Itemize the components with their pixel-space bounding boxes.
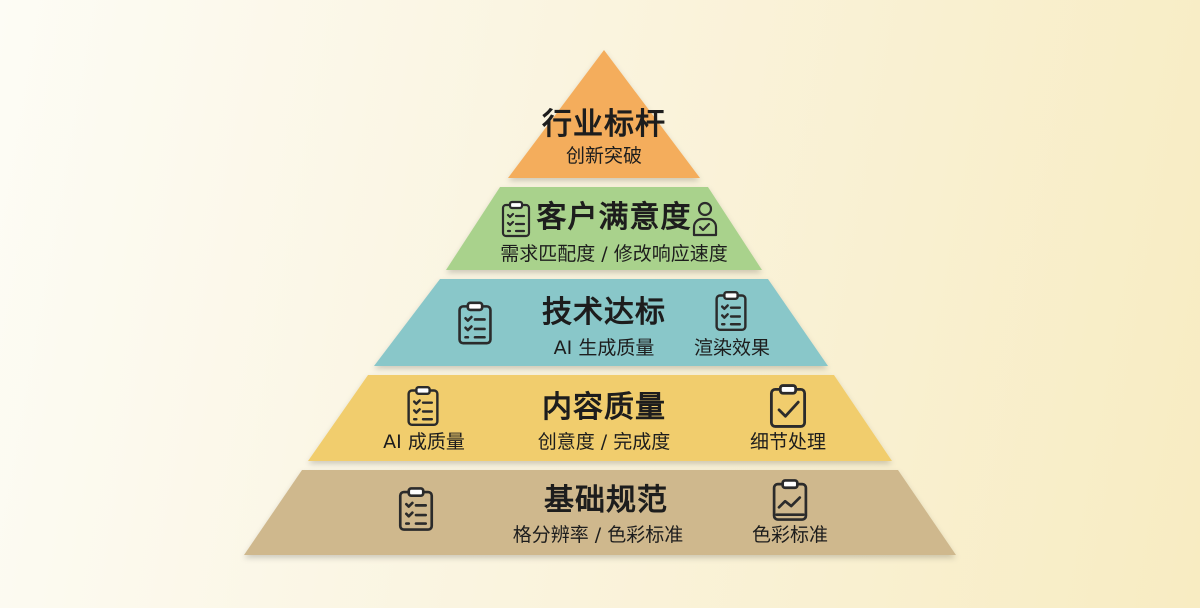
level-1-subtitle: 创新突破 xyxy=(565,145,643,167)
clipboard-checklist-icon xyxy=(456,300,494,346)
level-1-title: 行业标杆 xyxy=(542,107,666,142)
level-4-right-label: 细节处理 xyxy=(749,431,827,453)
clipboard-checklist-icon xyxy=(500,200,532,238)
level-2-title: 客户满意度 xyxy=(536,200,692,235)
level-3-left-label: AI 生成质量 xyxy=(553,337,655,359)
level-4-subtitle: 创意度 / 完成度 xyxy=(537,431,671,453)
level-5-subtitle: 格分辨率 / 色彩标准 xyxy=(512,524,684,546)
clipboard-checklist-icon xyxy=(396,486,436,532)
pyramid-level-1 xyxy=(508,50,700,178)
clipboard-checklist-icon xyxy=(713,290,749,332)
pyramid-level-4 xyxy=(308,375,892,461)
level-5-right-label: 色彩标准 xyxy=(751,524,829,546)
user-check-icon xyxy=(692,201,718,237)
clipboard-check-icon xyxy=(767,383,809,429)
level-3-right-label: 渲染效果 xyxy=(693,337,771,359)
level-3-title: 技术达标 xyxy=(542,295,666,330)
clipboard-chart-icon xyxy=(770,478,810,522)
level-4-left-label: AI 成质量 xyxy=(383,431,465,453)
pyramid-level-2 xyxy=(446,187,762,270)
level-5-title: 基础规范 xyxy=(544,483,668,518)
level-2-subtitle: 需求匹配度 / 修改响应速度 xyxy=(500,243,728,265)
clipboard-checklist-icon xyxy=(404,385,442,427)
level-4-title: 内容质量 xyxy=(542,390,666,425)
